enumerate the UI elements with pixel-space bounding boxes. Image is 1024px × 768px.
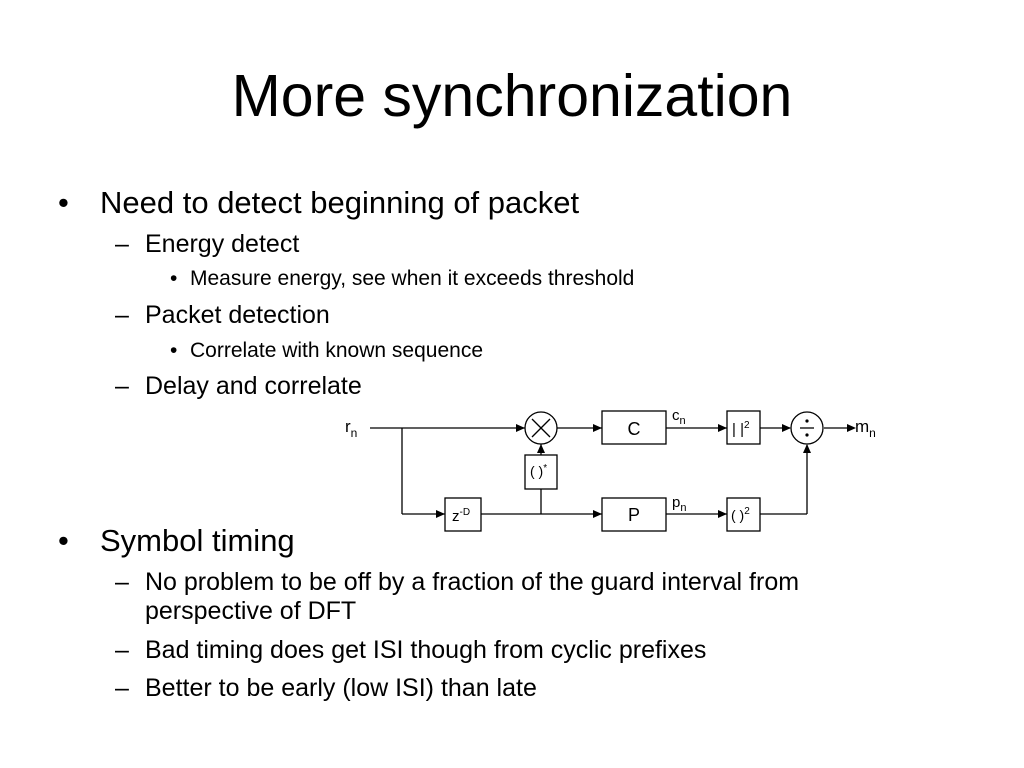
- input-label: rn: [345, 417, 357, 440]
- slide-title: More synchronization: [231, 63, 793, 129]
- abs-square-label: | |2: [732, 420, 750, 438]
- dash-marker: –: [115, 230, 129, 258]
- p-out-label: pn: [672, 494, 686, 514]
- conjugate-block: [524, 454, 558, 490]
- bullet-marker: •: [170, 339, 178, 362]
- subbullet-bad-timing: Bad timing does get ISI though from cycl…: [145, 636, 707, 664]
- bullet-marker: •: [58, 185, 69, 220]
- delay-block: [444, 497, 482, 532]
- subsubbullet-measure-energy: Measure energy, see when it exceeds thre…: [190, 267, 635, 290]
- dash-marker: –: [115, 301, 129, 329]
- output-label: mn: [855, 417, 876, 440]
- subbullet-no-problem-line2: perspective of DFT: [145, 597, 357, 625]
- square-label: ( )2: [731, 506, 750, 523]
- delay-label: z-D: [452, 507, 470, 525]
- bullet-symbol-timing: Symbol timing: [100, 523, 295, 558]
- subbullet-no-problem-line1: No problem to be off by a fraction of th…: [145, 568, 800, 596]
- power-label: P: [628, 505, 640, 525]
- dash-marker: –: [115, 636, 129, 664]
- subbullet-delay-and-correlate: Delay and correlate: [145, 372, 362, 400]
- dash-marker: –: [115, 568, 129, 596]
- dash-marker: –: [115, 372, 129, 400]
- dash-marker: –: [115, 674, 129, 702]
- subbullet-packet-detection: Packet detection: [145, 301, 330, 329]
- correlator-block: [601, 410, 667, 445]
- correlator-label: C: [628, 419, 641, 439]
- bullet-need-to-detect: Need to detect beginning of packet: [100, 185, 580, 220]
- subsubbullet-correlate: Correlate with known sequence: [190, 339, 483, 362]
- square-block: [726, 497, 761, 532]
- c-out-label: cn: [672, 407, 686, 427]
- power-block: [601, 497, 667, 532]
- subbullet-energy-detect: Energy detect: [145, 230, 300, 258]
- bullet-marker: •: [170, 267, 178, 290]
- subbullet-better-early: Better to be early (low ISI) than late: [145, 674, 537, 702]
- abs-square-block: [726, 410, 761, 445]
- conjugate-label: ( )*: [530, 463, 547, 479]
- bullet-marker: •: [58, 523, 69, 558]
